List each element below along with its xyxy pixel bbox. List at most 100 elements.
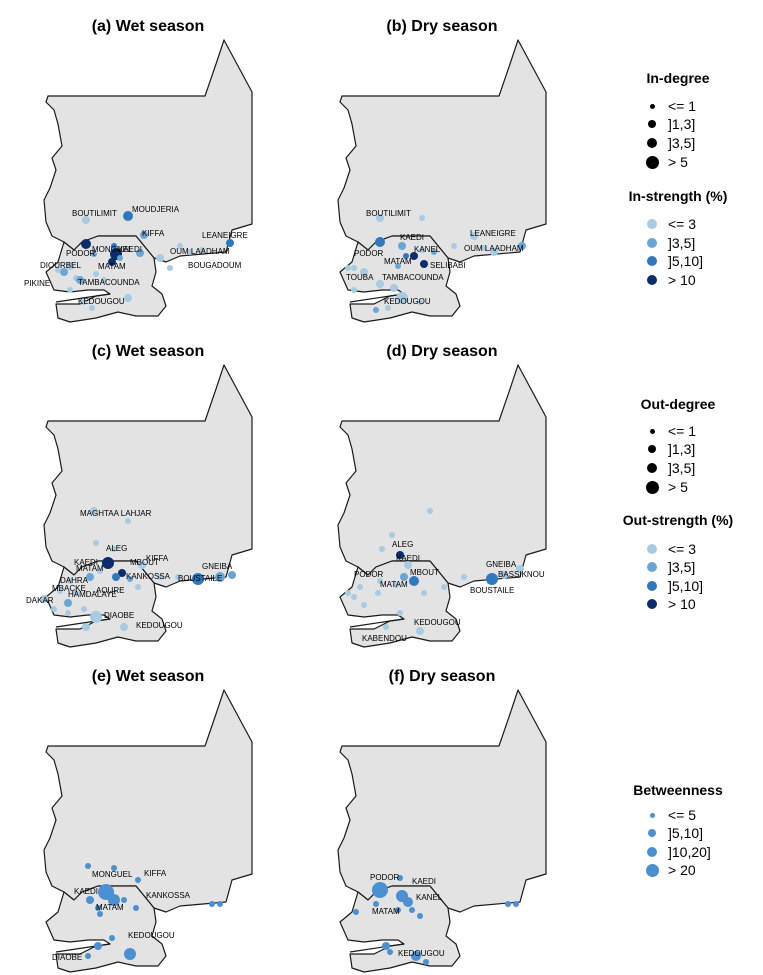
market-node <box>500 571 508 579</box>
panel-title-d: (d) Dry season <box>386 343 498 360</box>
market-node <box>397 875 403 881</box>
city-label: KEDOUGOU <box>136 621 183 630</box>
market-node <box>404 561 412 569</box>
legend-dot <box>647 463 657 473</box>
city-label: ALEG <box>392 540 413 549</box>
market-node <box>85 953 91 959</box>
legend-item-in-strength-3: ]5,10] <box>640 252 703 270</box>
city-label: MATAM <box>98 262 126 271</box>
legend-label: ]3,5] <box>668 559 696 575</box>
market-node <box>65 610 71 616</box>
city-label: KIFFA <box>144 869 167 878</box>
legend-item-betweenness-4: > 20 <box>640 861 696 879</box>
legend-dot <box>649 103 655 109</box>
market-node <box>117 255 123 261</box>
legend-item-out-degree-4: > 5 <box>640 478 688 496</box>
market-node <box>516 565 524 573</box>
legend-dot <box>647 275 657 285</box>
market-node <box>390 284 398 292</box>
city-label: KANKOSSA <box>146 891 191 900</box>
market-node <box>157 574 163 580</box>
market-node <box>382 942 390 950</box>
market-node <box>90 507 98 515</box>
city-label: LEANEIGRE <box>470 229 516 238</box>
market-node <box>101 277 107 283</box>
legend-label: <= 1 <box>668 423 697 439</box>
panel-title-a: (a) Wet season <box>91 18 205 35</box>
market-node <box>51 606 57 612</box>
market-node <box>67 287 73 293</box>
legend-item-betweenness-1: <= 5 <box>640 806 696 824</box>
city-label: KEDOUGOU <box>128 931 175 940</box>
market-node <box>55 267 61 273</box>
market-node <box>124 294 132 302</box>
legend-dot <box>645 863 659 877</box>
market-node <box>136 249 144 257</box>
market-node <box>82 216 90 224</box>
city-label: KAEDI <box>400 233 424 242</box>
legend-dot <box>647 599 657 609</box>
market-node <box>393 582 399 588</box>
city-label: KAEDI <box>412 877 436 886</box>
city-label: KAEDI <box>118 245 142 254</box>
city-label: KANKOSSA <box>126 572 171 581</box>
legend-item-in-strength-4: > 10 <box>640 271 696 289</box>
market-node <box>379 546 385 552</box>
legend-label: > 20 <box>668 862 696 878</box>
market-node <box>403 897 413 907</box>
city-label: TAMBACOUNDA <box>78 278 140 287</box>
legend-label: ]10,20] <box>668 844 711 860</box>
market-node <box>123 211 133 221</box>
market-node <box>417 913 423 919</box>
market-node <box>60 268 68 276</box>
panel-title-b: (b) Dry season <box>386 18 498 35</box>
legend-item-in-degree-4: > 5 <box>640 153 688 171</box>
legend-label: ]3,5] <box>668 460 696 476</box>
market-node <box>513 901 519 907</box>
market-node <box>67 578 73 584</box>
market-node <box>118 569 126 577</box>
legend-title-out-strength: Out-strength (%) <box>622 512 734 528</box>
market-node <box>97 911 103 917</box>
market-node <box>199 247 205 253</box>
country-senegal <box>339 560 461 648</box>
legend-dot <box>649 812 655 818</box>
market-node <box>376 280 384 288</box>
legend-dot <box>647 544 657 554</box>
market-node <box>409 907 415 913</box>
city-label: PODOR <box>354 570 384 579</box>
legend-dot <box>647 562 657 572</box>
legend-title-in-strength: In-strength (%) <box>628 188 728 204</box>
city-label: BOUSTAILE <box>470 586 514 595</box>
market-node <box>215 572 225 582</box>
market-node <box>490 248 498 256</box>
market-node <box>375 237 385 247</box>
city-label: SELIBABI <box>430 261 466 270</box>
city-label: PODOR <box>354 249 384 258</box>
market-node <box>66 262 74 270</box>
legend-label: ]3,5] <box>668 135 696 151</box>
market-node <box>64 599 72 607</box>
city-label: MONGUEL <box>92 870 133 879</box>
city-label: KANEL <box>414 245 441 254</box>
market-node <box>395 263 401 269</box>
market-node <box>111 243 117 249</box>
market-node <box>111 546 117 552</box>
legend-title-in-degree: In-degree <box>646 70 710 86</box>
panel-title-e: (e) Wet season <box>91 668 205 685</box>
market-node <box>396 292 408 304</box>
market-node <box>102 557 114 569</box>
market-node <box>167 265 173 271</box>
market-node <box>93 271 99 277</box>
market-node <box>209 901 215 907</box>
market-node <box>377 578 383 584</box>
market-node <box>125 518 131 524</box>
market-node <box>351 287 357 293</box>
market-node <box>127 576 133 582</box>
market-node <box>89 305 95 311</box>
city-label: MATAM <box>384 257 412 266</box>
city-label: MBOUT <box>130 558 159 567</box>
legend-dot <box>648 829 656 837</box>
